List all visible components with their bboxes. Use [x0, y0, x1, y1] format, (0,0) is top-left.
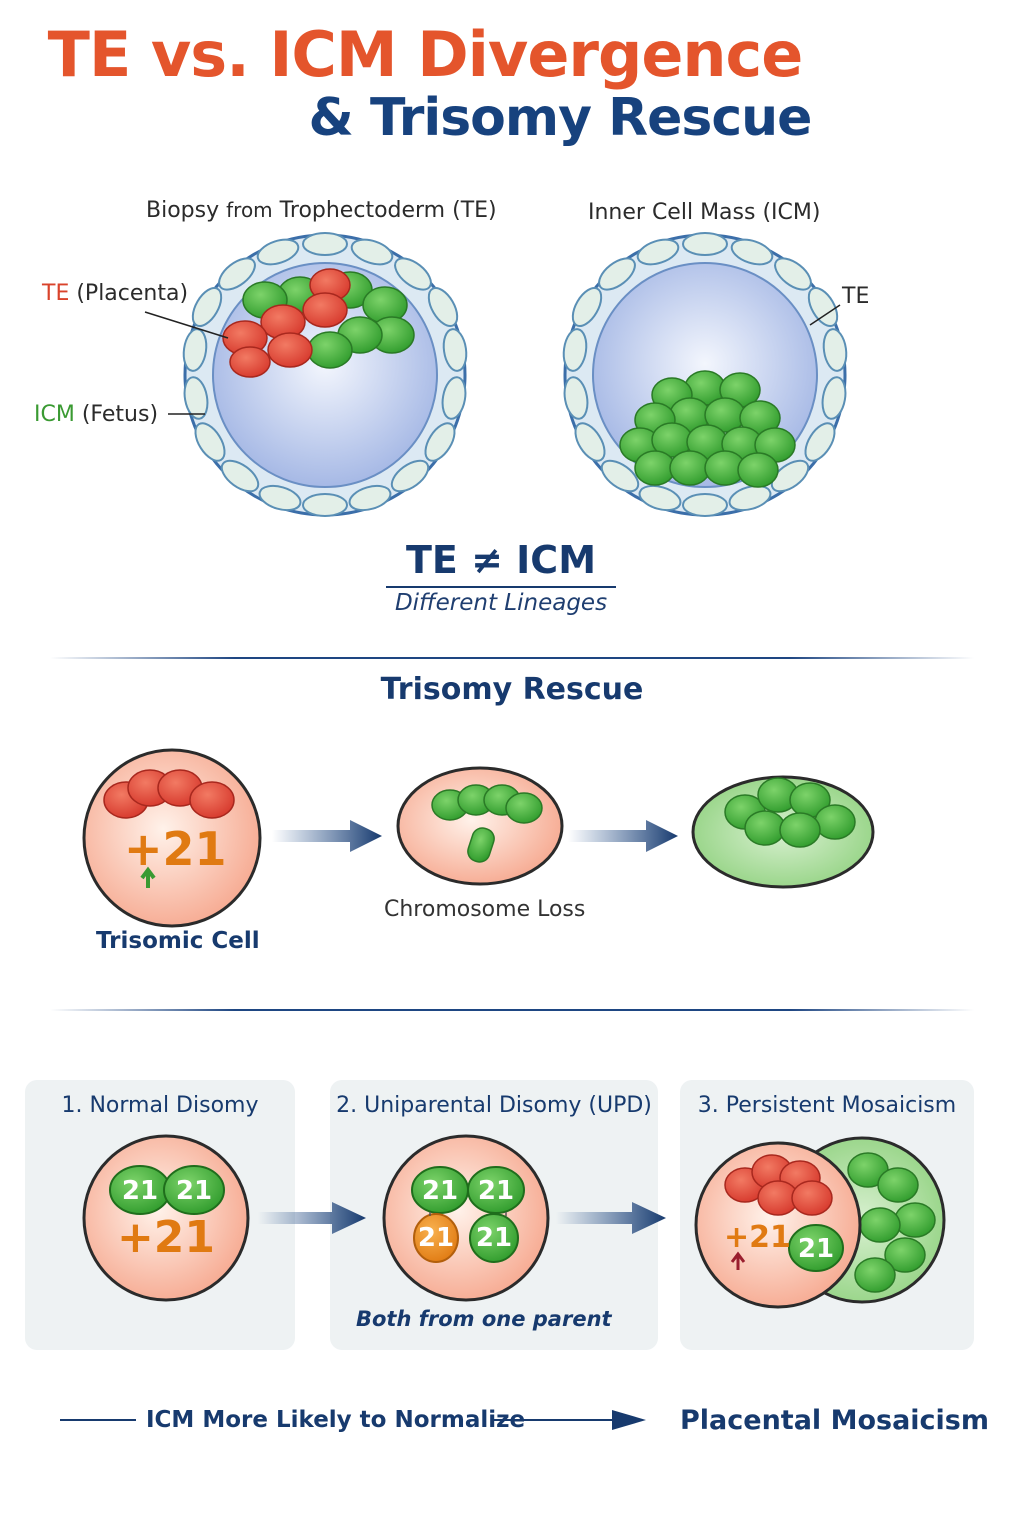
chromosome-loss-cell	[396, 766, 564, 886]
trisomy-21-label: +21	[124, 822, 227, 876]
trisomy-rescue-heading: Trisomy Rescue	[380, 672, 644, 707]
divider-2	[50, 1009, 974, 1011]
panel-2-chrom-c: 21	[417, 1223, 455, 1253]
te-abbr: TE	[42, 281, 70, 306]
panel-2-chrom-a: 21	[421, 1176, 459, 1206]
title-line-2: & Trisomy Rescue	[308, 88, 813, 148]
trisomic-cell-graphic	[82, 748, 262, 928]
panel-2-title: 2. Uniparental Disomy (UPD)	[336, 1093, 652, 1118]
left-embryo-header: Biopsy from Trophectoderm (TE)	[146, 198, 497, 223]
header-biopsy: Biopsy	[146, 198, 220, 223]
arrow-1	[272, 820, 382, 852]
panel-1-chrom-b: 21	[175, 1176, 213, 1206]
arrow-2	[568, 820, 678, 852]
arrow-3	[258, 1202, 366, 1234]
different-lineages: Different Lineages	[394, 590, 608, 616]
panel-3-title: 3. Persistent Mosaicism	[697, 1093, 957, 1118]
chromosome-loss-label: Chromosome Loss	[384, 897, 586, 922]
upd-cell	[382, 1134, 550, 1302]
left-te-red-cells	[222, 268, 351, 378]
panel-1-chrom-a: 21	[121, 1176, 159, 1206]
panel-1-title: 1. Normal Disomy	[61, 1093, 259, 1118]
rescued-cell	[691, 775, 875, 889]
icm-fetus-label: ICM (Fetus)	[34, 402, 158, 427]
header-trophectoderm: Trophectoderm (TE)	[279, 198, 497, 223]
bottom-arrowhead	[612, 1410, 646, 1430]
panel-3-chrom-a: 21	[797, 1234, 835, 1264]
left-te-ring	[182, 232, 468, 517]
right-te-label: TE	[842, 284, 870, 309]
panel-2-note: Both from one parent	[356, 1307, 612, 1331]
trisomic-cell-label: Trisomic Cell	[96, 928, 260, 954]
icm-abbr: ICM	[34, 402, 75, 427]
placental-mosaicism-label: Placental Mosaicism	[680, 1405, 990, 1436]
right-blastocyst	[562, 232, 848, 517]
te-desc: (Placenta)	[76, 281, 189, 306]
right-icm-cluster	[619, 370, 796, 488]
title-line-1: TE vs. ICM Divergence	[47, 18, 804, 91]
panel-2-chrom-b: 21	[477, 1176, 515, 1206]
arrow-4	[556, 1202, 666, 1234]
normal-disomy-cell	[82, 1134, 250, 1302]
left-blastocyst	[144, 232, 468, 517]
right-embryo-header: Inner Cell Mass (ICM)	[588, 200, 821, 225]
divider-1	[50, 657, 974, 659]
header-from: from	[226, 198, 273, 222]
te-not-equal-icm: TE ≠ ICM	[386, 538, 616, 588]
mosaicism-cells	[694, 1136, 946, 1309]
icm-desc: (Fetus)	[81, 402, 159, 427]
panel-2-chrom-d: 21	[475, 1223, 513, 1253]
icm-normalize-label: ICM More Likely to Normalize	[146, 1407, 526, 1433]
right-te-ring	[562, 232, 848, 517]
panel-3-extra: +21	[724, 1220, 791, 1255]
panel-1-extra: +21	[116, 1212, 216, 1263]
te-placenta-label: TE (Placenta)	[42, 281, 188, 306]
